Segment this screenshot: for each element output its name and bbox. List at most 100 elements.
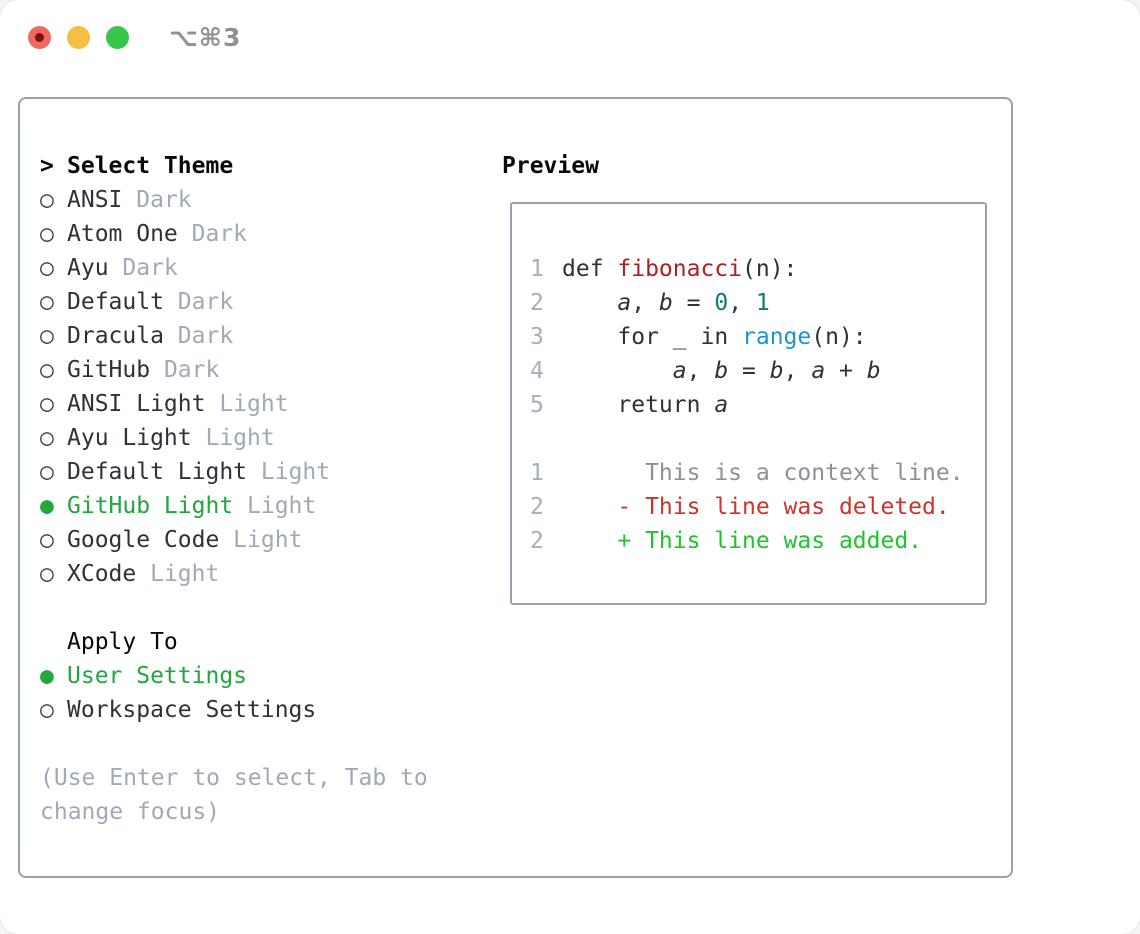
theme-variant-label: Light — [260, 459, 331, 485]
token-var: b — [769, 358, 784, 384]
theme-name: Ayu — [67, 255, 123, 281]
select-theme-title: Select Theme — [67, 153, 234, 179]
token-plain: , — [728, 290, 756, 316]
code-line: 2 + This line was added. — [530, 524, 964, 558]
radio-unselected-icon: ○ — [40, 561, 54, 587]
code-line: 5 return a — [530, 388, 964, 422]
theme-picker-panel: >Select Theme ○ANSI Dark○Atom One Dark○A… — [18, 97, 1013, 878]
token-var: a — [714, 392, 729, 418]
token-plain: for _ in — [562, 324, 743, 350]
theme-variant-label: Light — [205, 425, 275, 451]
theme-name: Default — [67, 289, 178, 315]
theme-name: GitHub Light — [67, 493, 248, 519]
line-number: 5 — [530, 392, 544, 418]
token-plain — [562, 290, 617, 316]
close-dot-icon — [35, 32, 44, 42]
zoom-button[interactable] — [106, 25, 129, 49]
theme-option-ayu[interactable]: ○ Ayu Dark — [40, 251, 428, 285]
token-plain: , — [631, 290, 659, 316]
close-button[interactable] — [28, 25, 51, 49]
line-number: 2 — [530, 494, 544, 520]
theme-variant-label: Light — [233, 527, 303, 553]
token-var: b — [714, 358, 729, 384]
code-line: 4 a, b = b, a + b — [530, 354, 964, 388]
radio-unselected-icon: ○ — [40, 255, 54, 281]
code-text: - This line was deleted. — [562, 490, 949, 524]
radio-unselected-icon: ○ — [40, 221, 54, 247]
theme-option-github-light[interactable]: ● GitHub Light Light — [40, 489, 428, 523]
theme-option-default-light[interactable]: ○Default Light Light — [40, 455, 428, 489]
theme-option-default[interactable]: ○Default Dark — [40, 285, 428, 319]
radio-unselected-icon: ○ — [40, 459, 54, 485]
token-plain: , — [783, 358, 812, 384]
radio-unselected-icon: ○ — [40, 357, 54, 383]
code-line: 3 for _ in range(n): — [530, 320, 964, 354]
token-func: fibonacci — [617, 256, 743, 282]
theme-option-dracula[interactable]: ○Dracula Dark — [40, 319, 428, 353]
token-plain: = — [672, 290, 715, 316]
theme-variant-label: Dark — [122, 255, 178, 281]
token-plain: + — [825, 358, 867, 384]
token-plain: def — [562, 256, 618, 282]
line-number: 2 — [530, 528, 544, 554]
line-number: 4 — [530, 358, 544, 384]
hint-line-1: (Use Enter to select, Tab to — [40, 761, 428, 795]
spacer-row — [40, 591, 428, 625]
radio-unselected-icon: ○ — [40, 391, 54, 417]
line-number: 1 — [530, 256, 544, 282]
code-text: for _ in range(n): — [562, 320, 867, 354]
code-line: 1 def fibonacci(n): — [530, 252, 964, 286]
code-text: This is a context line. — [562, 456, 964, 490]
theme-variant-label: Light — [150, 561, 220, 587]
theme-option-ansi-light[interactable]: ○ANSI Light Light — [40, 387, 428, 421]
minimize-button[interactable] — [67, 25, 90, 49]
token-context: This is a context line. — [562, 460, 964, 486]
titlebar: ⌥⌘3 — [28, 22, 242, 52]
theme-variant-label: Dark — [136, 187, 192, 213]
window-title: ⌥⌘3 — [169, 22, 242, 52]
token-num: 1 — [755, 290, 770, 316]
theme-option-github[interactable]: ○ GitHub Dark — [40, 353, 428, 387]
token-plain: , — [686, 358, 715, 384]
token-call: range — [742, 324, 812, 350]
radio-unselected-icon: ○ — [40, 425, 54, 451]
radio-selected-icon: ● — [40, 663, 54, 689]
theme-option-atom-one[interactable]: ○Atom One Dark — [40, 217, 428, 251]
token-plain: (n): — [811, 324, 867, 350]
radio-unselected-icon: ○ — [40, 697, 54, 723]
code-line: 2 a, b = 0, 1 — [530, 286, 964, 320]
apply-option-workspace-settings[interactable]: ○ Workspace Settings — [40, 693, 428, 727]
select-theme-header: >Select Theme — [40, 149, 428, 183]
theme-option-google-code[interactable]: ○Google Code Light — [40, 523, 428, 557]
token-plain: = — [728, 358, 770, 384]
code-line: 1 This is a context line. — [530, 456, 964, 490]
theme-name: XCode — [67, 561, 151, 587]
theme-name: GitHub — [67, 357, 164, 383]
code-text: a, b = b, a + b — [562, 354, 881, 388]
theme-variant-label: Dark — [177, 289, 234, 315]
theme-option-ansi[interactable]: ○ANSI Dark — [40, 183, 428, 217]
theme-option-ayu-light[interactable]: ○Ayu Light Light — [40, 421, 428, 455]
theme-variant-label: Light — [247, 493, 317, 519]
theme-option-xcode[interactable]: ○ XCode Light — [40, 557, 428, 591]
code-text: a, b = 0, 1 — [562, 286, 770, 320]
code-text: + This line was added. — [562, 524, 922, 558]
apply-option-label: Workspace Settings — [67, 697, 317, 723]
code-text: def fibonacci(n): — [562, 252, 797, 286]
apply-option-user-settings[interactable]: ●User Settings — [40, 659, 428, 693]
theme-name: ANSI Light — [67, 391, 220, 417]
theme-variant-label: Dark — [163, 357, 220, 383]
preview-title: Preview — [502, 153, 599, 179]
token-var: a — [672, 358, 687, 384]
theme-variant-label: Dark — [177, 323, 234, 349]
radio-unselected-icon: ○ — [40, 527, 54, 553]
radio-unselected-icon: ○ — [40, 323, 54, 349]
hint-text-2: change focus) — [40, 799, 221, 825]
code-line: 2 - This line was deleted. — [530, 490, 964, 524]
radio-selected-icon: ● — [40, 493, 54, 519]
line-number: 1 — [530, 460, 544, 486]
apply-to-header-row: Apply To — [40, 625, 428, 659]
